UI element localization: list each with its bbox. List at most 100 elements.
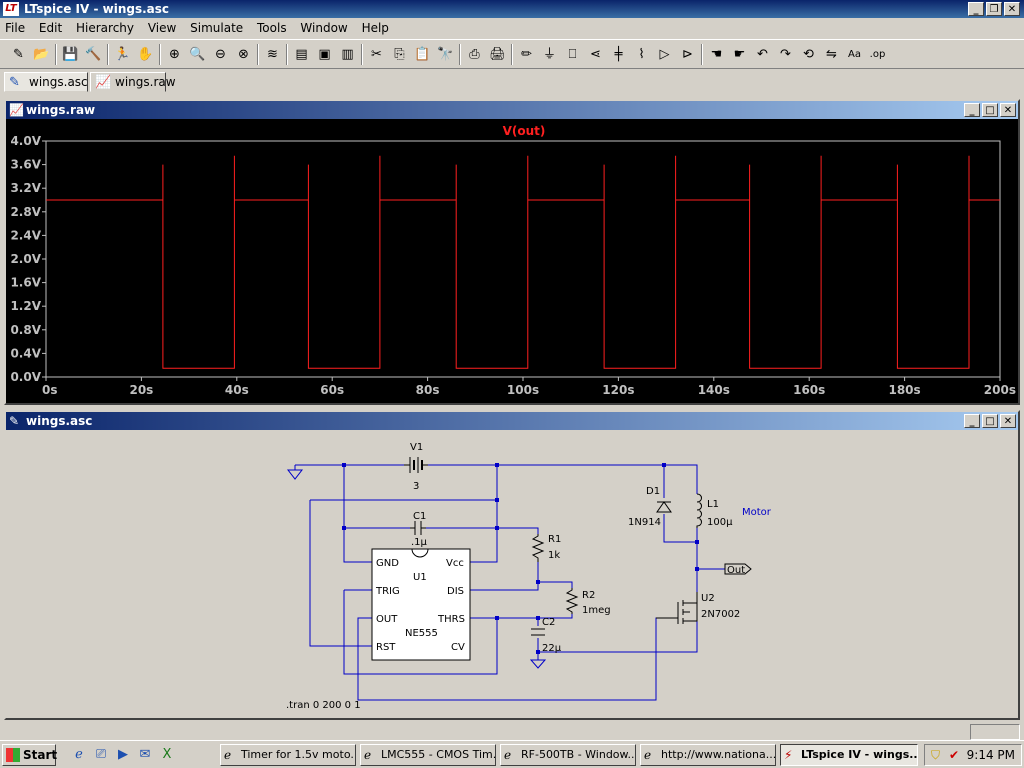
system-tray: ⛉ ✔ 9:14 PM xyxy=(924,744,1022,766)
tile-horizontal-icon[interactable]: ▤ xyxy=(295,47,308,62)
ground-icon[interactable]: ⏚ xyxy=(542,47,556,62)
cascade-icon[interactable]: ▣ xyxy=(318,47,331,62)
ie-icon[interactable]: ℯ xyxy=(75,747,83,762)
spice-directive-icon[interactable]: .op xyxy=(869,49,886,60)
tile-vertical-icon[interactable]: ▥ xyxy=(341,47,354,62)
draw-wire-icon[interactable]: ✏ xyxy=(521,47,532,62)
y-tick-label: 2.0V xyxy=(10,252,41,266)
text-icon[interactable]: Aa xyxy=(848,49,861,60)
motor-label: Motor xyxy=(742,507,772,518)
component-icon[interactable]: ⊳ xyxy=(682,47,693,62)
pin-cv: CV xyxy=(451,642,465,653)
capacitor-c1[interactable] xyxy=(410,521,426,535)
zoom-cancel-icon[interactable]: ⊗ xyxy=(238,47,249,62)
menu-view[interactable]: View xyxy=(147,21,177,35)
menu-edit[interactable]: Edit xyxy=(38,21,63,35)
label-net-icon[interactable]: ⎕ xyxy=(568,47,577,62)
waveform-plot[interactable]: V(out) 0.0V0.4V0.8V1.2V1.6V2.0V2.4V2.8V3… xyxy=(6,119,1018,403)
save-icon[interactable]: 💾 xyxy=(62,47,79,62)
plot-maximize-button[interactable]: □ xyxy=(982,103,998,117)
plot-close-button[interactable]: ✕ xyxy=(1000,103,1016,117)
menu-hierarchy[interactable]: Hierarchy xyxy=(76,21,135,35)
paste-icon[interactable]: 📋 xyxy=(414,47,431,62)
open-icon[interactable]: 📂 xyxy=(33,47,50,62)
resistor-r1[interactable] xyxy=(531,534,545,562)
zoom-pan-icon[interactable]: 🔍 xyxy=(189,47,206,62)
task-button-ltspice[interactable]: ⚡LTspice IV - wings... xyxy=(780,744,918,766)
diode-d1[interactable] xyxy=(656,501,672,513)
schematic-canvas[interactable]: V1 3 C1 .1µ R1 1k R2 1meg C2 xyxy=(6,430,1018,718)
new-schematic-icon[interactable]: ✎ xyxy=(13,47,24,62)
ic-ne555-u1[interactable]: GND Vcc TRIG DIS OUT THRS RST CV U1 NE55… xyxy=(371,548,471,661)
find-icon[interactable]: 🔭 xyxy=(437,47,454,62)
close-button[interactable]: ✕ xyxy=(1004,2,1020,16)
minimize-button[interactable]: _ xyxy=(968,2,984,16)
mirror-icon[interactable]: ⇋ xyxy=(826,47,837,62)
capacitor-icon[interactable]: ╪ xyxy=(614,47,623,62)
schematic-window-title-bar[interactable]: ✎ wings.asc _ □ ✕ xyxy=(6,412,1018,430)
run-icon[interactable]: 🏃 xyxy=(114,47,131,62)
menu-tools[interactable]: Tools xyxy=(257,21,287,35)
restore-button[interactable]: ❐ xyxy=(986,2,1002,16)
inductor-l1[interactable] xyxy=(696,493,702,528)
schematic-wires[interactable] xyxy=(294,464,725,701)
net-label-out[interactable] xyxy=(724,563,752,575)
tab-wings-asc[interactable]: ✎ wings.asc xyxy=(4,72,88,92)
copy-icon[interactable]: ⎘ xyxy=(394,47,405,62)
print-setup-icon[interactable]: ⎙ xyxy=(469,47,480,62)
tab-wings-raw[interactable]: 📈 wings.raw xyxy=(90,72,176,92)
plot-trace-title[interactable]: V(out) xyxy=(503,124,546,138)
r1-name: R1 xyxy=(548,534,561,545)
media-player-icon[interactable]: ▶ xyxy=(118,747,128,762)
explorer-icon[interactable]: ⎚ xyxy=(95,747,107,762)
excel-icon[interactable]: X xyxy=(162,747,172,762)
schematic-icon: ✎ xyxy=(9,414,20,428)
schematic-maximize-button[interactable]: □ xyxy=(982,414,998,428)
network-alert-icon[interactable]: ✔ xyxy=(949,748,960,762)
start-button[interactable]: Start xyxy=(2,744,57,766)
menu-simulate[interactable]: Simulate xyxy=(190,21,244,35)
menu-file[interactable]: File xyxy=(5,21,26,35)
v-out-trace[interactable] xyxy=(46,155,1000,369)
rotate-icon[interactable]: ⟲ xyxy=(803,47,814,62)
schematic-close-button[interactable]: ✕ xyxy=(1000,414,1016,428)
redo-icon[interactable]: ↷ xyxy=(780,47,791,62)
x-tick-label: 200s xyxy=(984,383,1016,397)
zoom-in-icon[interactable]: ⊕ xyxy=(169,47,180,62)
menu-window[interactable]: Window xyxy=(300,21,348,35)
capacitor-c2[interactable] xyxy=(531,628,545,636)
battery-v1[interactable] xyxy=(404,457,428,473)
menu-help[interactable]: Help xyxy=(361,21,389,35)
schematic-window[interactable]: ✎ wings.asc _ □ ✕ xyxy=(4,410,1020,720)
mosfet-u2[interactable] xyxy=(656,592,698,624)
undo-icon[interactable]: ↶ xyxy=(757,47,768,62)
ground-symbol[interactable] xyxy=(286,469,547,669)
resistor-icon[interactable]: ⋖ xyxy=(590,47,601,62)
inductor-icon[interactable]: ⌇ xyxy=(638,47,645,62)
y-tick-label: 2.8V xyxy=(10,205,41,219)
print-icon[interactable]: 🖨 xyxy=(489,47,506,62)
zoom-out-icon[interactable]: ⊖ xyxy=(215,47,226,62)
outlook-icon[interactable]: ✉ xyxy=(139,747,151,762)
app-title-bar[interactable]: LT LTspice IV - wings.asc _ ❐ ✕ xyxy=(0,0,1024,18)
schematic-minimize-button[interactable]: _ xyxy=(964,414,980,428)
cut-icon[interactable]: ✂ xyxy=(371,47,382,62)
diode-icon[interactable]: ▷ xyxy=(659,47,670,62)
resistor-r2[interactable] xyxy=(565,588,579,614)
shield-icon[interactable]: ⛉ xyxy=(931,748,941,762)
move-icon[interactable]: ☚ xyxy=(710,47,723,62)
spice-directive[interactable]: .tran 0 200 0 1 xyxy=(286,700,361,711)
y-tick-label: 3.2V xyxy=(10,181,41,195)
drag-icon[interactable]: ☛ xyxy=(733,47,746,62)
plot-minimize-button[interactable]: _ xyxy=(964,103,980,117)
control-panel-icon[interactable]: 🔨 xyxy=(85,47,102,62)
plot-settings-icon[interactable]: ≋ xyxy=(267,47,278,62)
clock[interactable]: 9:14 PM xyxy=(966,748,1015,762)
plot-window-title-bar[interactable]: 📈 wings.raw _ □ ✕ xyxy=(6,101,1018,119)
halt-icon[interactable]: ✋ xyxy=(137,47,154,62)
